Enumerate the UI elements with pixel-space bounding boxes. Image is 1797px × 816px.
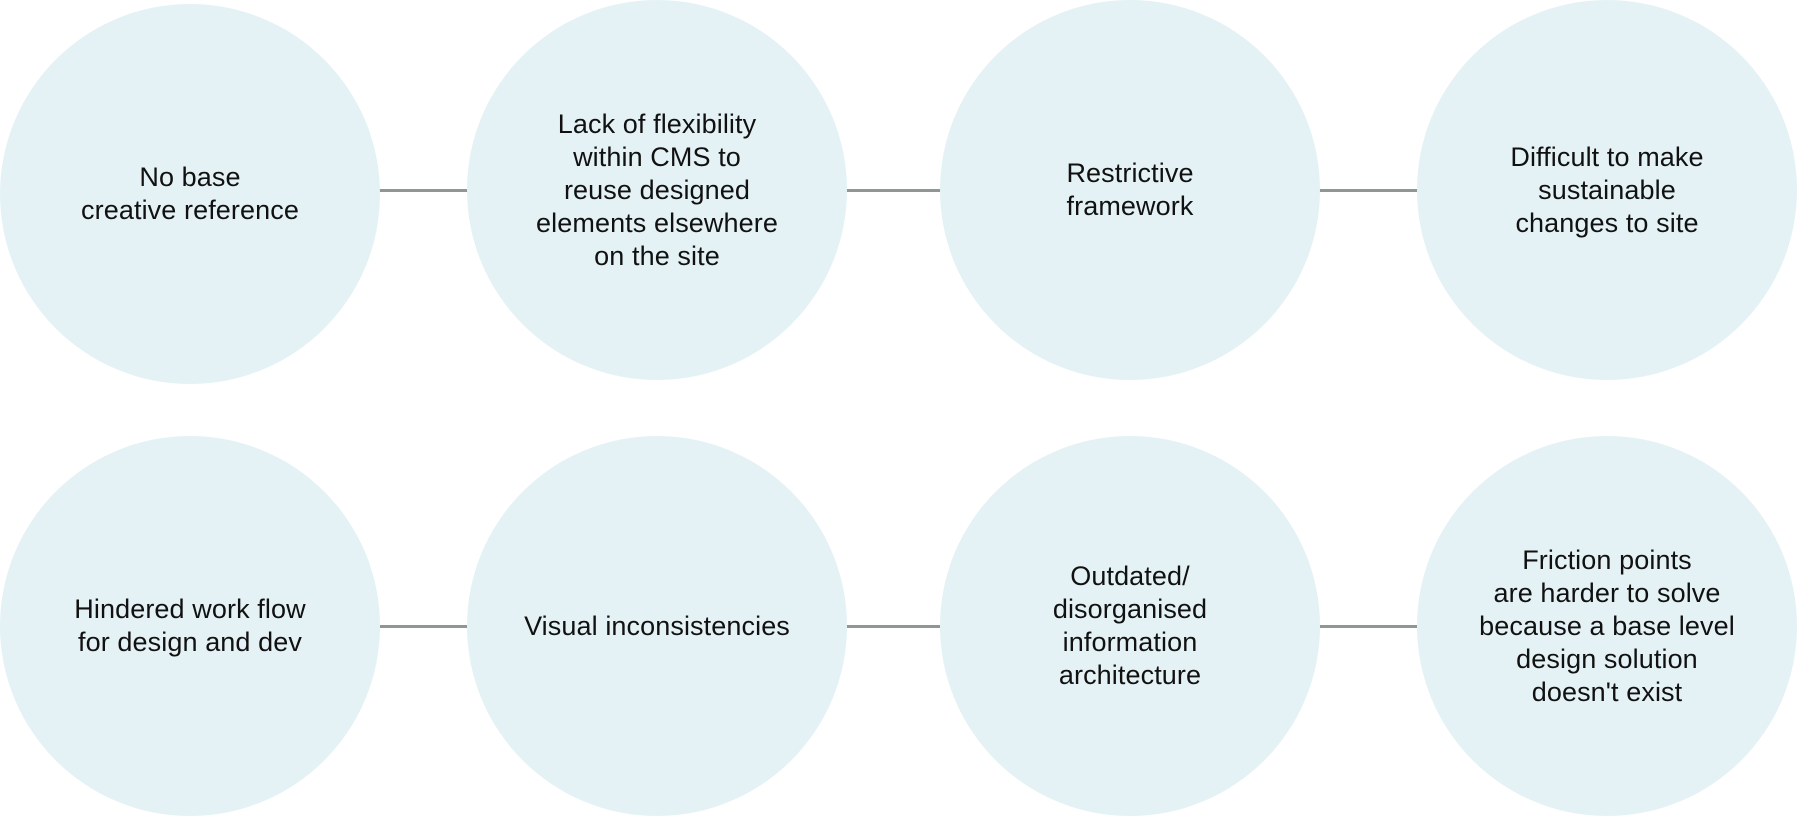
- node-hindered-work-flow: Hindered work flow for design and dev: [0, 436, 380, 816]
- node-difficult-sustainable-changes: Difficult to make sustainable changes to…: [1417, 0, 1797, 380]
- connector-row2-2-3: [843, 625, 947, 628]
- connector-row1-2-3: [843, 189, 947, 192]
- node-lack-of-flexibility: Lack of flexibility within CMS to reuse …: [467, 0, 847, 380]
- node-label: No base creative reference: [81, 162, 299, 225]
- node-no-base-creative-reference: No base creative reference: [0, 4, 380, 384]
- node-label: Visual inconsistencies: [524, 610, 790, 641]
- node-label: Lack of flexibility within CMS to reuse …: [536, 108, 778, 271]
- node-label: Hindered work flow for design and dev: [74, 594, 306, 657]
- node-label: Restrictive framework: [1066, 158, 1194, 221]
- node-restrictive-framework: Restrictive framework: [940, 0, 1320, 380]
- node-visual-inconsistencies: Visual inconsistencies: [467, 436, 847, 816]
- node-outdated-information-architecture: Outdated/ disorganised information archi…: [940, 436, 1320, 816]
- connector-row1-1-2: [376, 189, 470, 192]
- connector-row1-3-4: [1318, 189, 1422, 192]
- node-label: Difficult to make sustainable changes to…: [1510, 141, 1704, 238]
- node-friction-points: Friction points are harder to solve beca…: [1417, 436, 1797, 816]
- connector-row2-3-4: [1318, 625, 1422, 628]
- node-label: Outdated/ disorganised information archi…: [1052, 561, 1208, 690]
- connector-row2-1-2: [376, 625, 470, 628]
- node-label: Friction points are harder to solve beca…: [1479, 544, 1735, 707]
